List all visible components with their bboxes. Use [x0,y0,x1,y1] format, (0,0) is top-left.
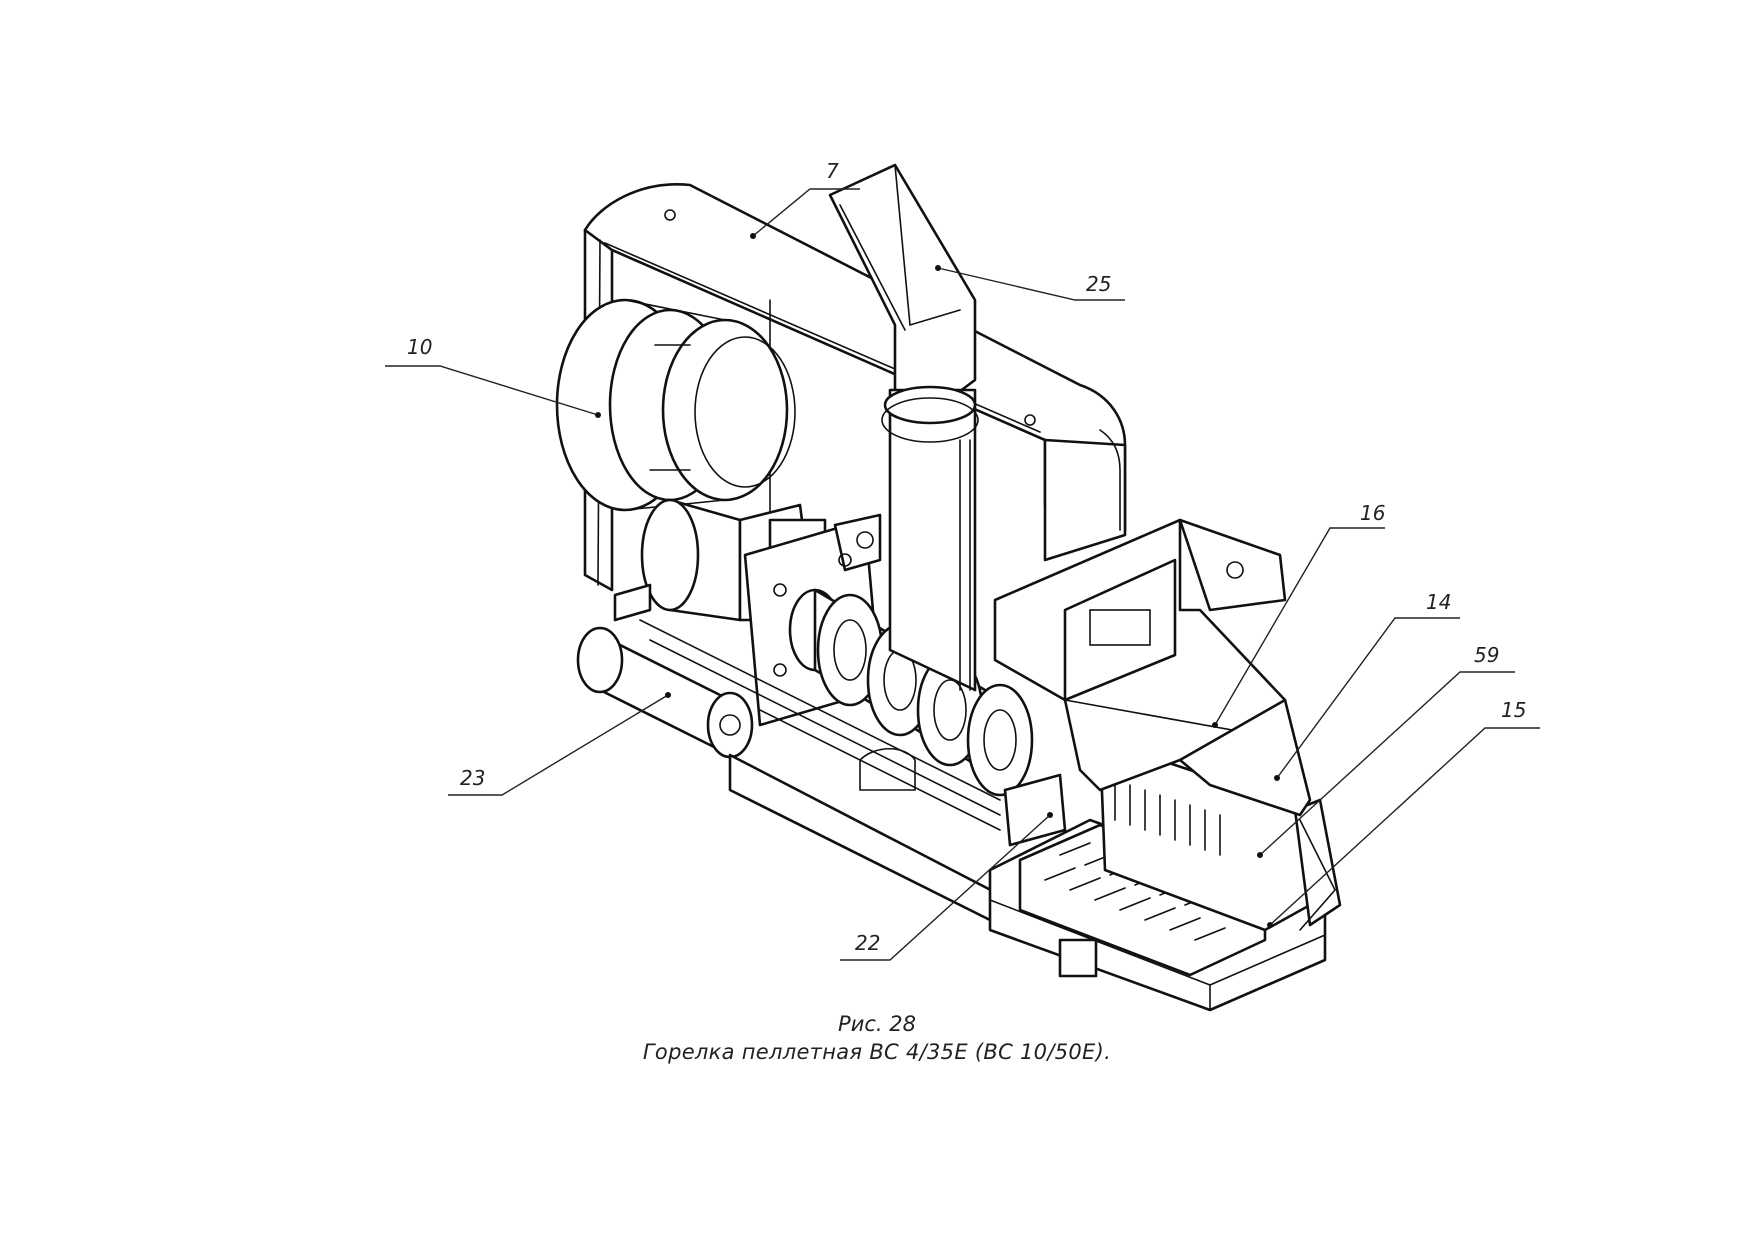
callouts: 7 25 10 16 14 59 15 [385,159,1540,961]
svg-text:16: 16 [1360,501,1385,525]
fan-assembly [555,298,796,512]
callout-23: 23 [448,692,671,796]
callout-14: 14 [1274,590,1460,781]
svg-text:7: 7 [826,159,839,183]
svg-text:14: 14 [1426,590,1451,614]
svg-text:23: 23 [460,766,485,790]
svg-text:25: 25 [1086,272,1111,296]
callout-16: 16 [1212,501,1385,728]
svg-text:15: 15 [1501,698,1526,722]
feed-pipe [828,163,979,692]
burner-cover [993,518,1312,817]
callout-59: 59 [1257,643,1515,858]
callout-15: 15 [1267,698,1540,928]
callout-25: 25 [935,265,1125,301]
callout-22: 22 [840,812,1053,961]
svg-text:10: 10 [407,335,432,359]
side-wall-slots [1114,779,1221,856]
callout-10: 10 [385,335,601,418]
callout-7: 7 [750,159,860,239]
burner-head [988,738,1342,1012]
figure-title: Горелка пеллетная BC 4/35E (BC 10/50E). [642,1040,1112,1064]
svg-text:22: 22 [855,931,880,955]
figure-number: Рис. 28 [838,1012,916,1036]
svg-text:59: 59 [1474,643,1499,667]
